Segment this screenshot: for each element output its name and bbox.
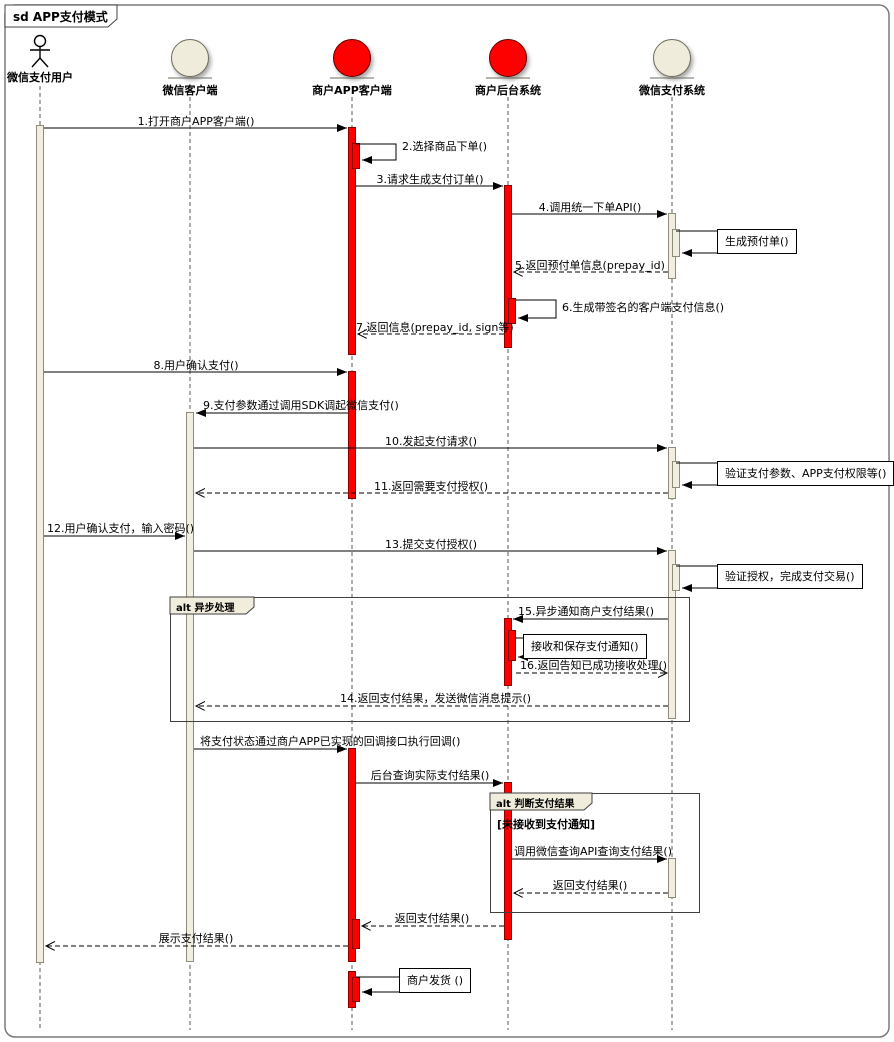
lifeline-label-user: 微信支付用户 xyxy=(7,71,73,84)
actor-figure xyxy=(30,34,50,68)
lifeline-label-wechat-pay-system: 微信支付系统 xyxy=(639,84,705,97)
fragment-operator: alt xyxy=(496,799,511,810)
lifeline-label-merchant-backend: 商户后台系统 xyxy=(475,84,541,97)
alt-fragment-async xyxy=(170,597,690,722)
activation-bar-nested xyxy=(352,919,360,949)
lifeline-head-merchant-app xyxy=(333,39,371,77)
message-label: 10.发起支付请求() xyxy=(384,435,478,448)
activation-bar-nested xyxy=(508,630,516,661)
diagram-title: sd APP支付模式 xyxy=(13,10,108,24)
fragment-tabs xyxy=(169,596,593,811)
activation-bar xyxy=(504,782,512,940)
lifeline-head-merchant-backend xyxy=(489,39,527,77)
lifeline-label-merchant-app: 商户APP客户端 xyxy=(312,84,392,97)
message-label: 1.打开商户APP客户端() xyxy=(137,115,255,128)
self-message-label: 验证支付参数、APP支付权限等() xyxy=(717,461,894,486)
message-label: 15.异步通知商户支付结果() xyxy=(518,605,655,618)
fragment-guard: [未接收到支付通知] xyxy=(497,818,596,831)
fragment-title: 异步处理 xyxy=(194,603,235,614)
fragment-operator: alt xyxy=(176,603,191,614)
message-arrows xyxy=(44,124,717,996)
message-label: 展示支付结果() xyxy=(158,932,234,945)
message-label: 12.用户确认支付，输入密码() xyxy=(47,522,195,535)
activation-bar xyxy=(348,748,356,962)
diagram-frame xyxy=(4,4,890,1038)
activation-bar xyxy=(186,412,194,962)
fragment-operator-title: alt 异步处理 xyxy=(176,599,234,614)
message-label: 6.生成带签名的客户端支付信息() xyxy=(562,301,725,314)
self-message-label: 商户发货 () xyxy=(399,968,472,993)
lifeline-head-wechat-pay-system xyxy=(653,39,691,77)
message-label: 后台查询实际支付结果() xyxy=(370,769,490,782)
activation-bar-nested xyxy=(672,229,680,257)
activation-bar xyxy=(348,371,356,499)
message-label: 14.返回支付结果，发送微信消息提示() xyxy=(340,692,532,705)
self-message-label: 验证授权，完成支付交易() xyxy=(717,564,863,589)
message-label: 16.返回告知已成功接收处理() xyxy=(520,659,668,672)
activation-bar-nested xyxy=(508,298,516,324)
activation-bar xyxy=(668,550,676,719)
message-label: 13.提交支付授权() xyxy=(384,538,478,551)
alt-fragment-check-result xyxy=(490,793,700,913)
message-label: 7.返回信息(prepay_id, sign等) xyxy=(356,321,514,334)
activation-bar xyxy=(668,858,676,898)
message-label: 返回支付结果() xyxy=(552,879,628,892)
lifeline-head-wechat-client xyxy=(171,39,209,77)
fragment-operator-title: alt 判断支付结果 xyxy=(496,795,574,810)
message-label: 3.请求生成支付订单() xyxy=(376,173,484,186)
message-label: 调用微信查询API查询支付结果() xyxy=(514,845,672,858)
message-label: 将支付状态通过商户APP已实现的回调接口执行回调() xyxy=(200,735,461,748)
activation-bar-nested xyxy=(672,564,680,591)
message-label: 8.用户确认支付() xyxy=(153,359,239,372)
activation-bar-nested xyxy=(672,461,680,488)
message-label: 4.调用统一下单API() xyxy=(538,201,642,214)
message-label: 2.选择商品下单() xyxy=(402,140,488,153)
message-label: 11.返回需要支付授权() xyxy=(373,480,489,493)
activation-bar xyxy=(504,185,512,348)
message-label: 9.支付参数通过调用SDK调起微信支付() xyxy=(203,399,399,412)
fragment-title: 判断支付结果 xyxy=(514,799,575,810)
message-label: 5.返回预付单信息(prepay_id) xyxy=(515,259,665,272)
lifeline-label-wechat-client: 微信客户端 xyxy=(162,84,218,97)
activation-bar xyxy=(348,127,356,355)
message-label: 返回支付结果() xyxy=(394,912,470,925)
activation-bar xyxy=(36,125,44,963)
self-message-label: 接收和保存支付通知() xyxy=(523,634,647,659)
self-message-label: 生成预付单() xyxy=(717,229,797,254)
